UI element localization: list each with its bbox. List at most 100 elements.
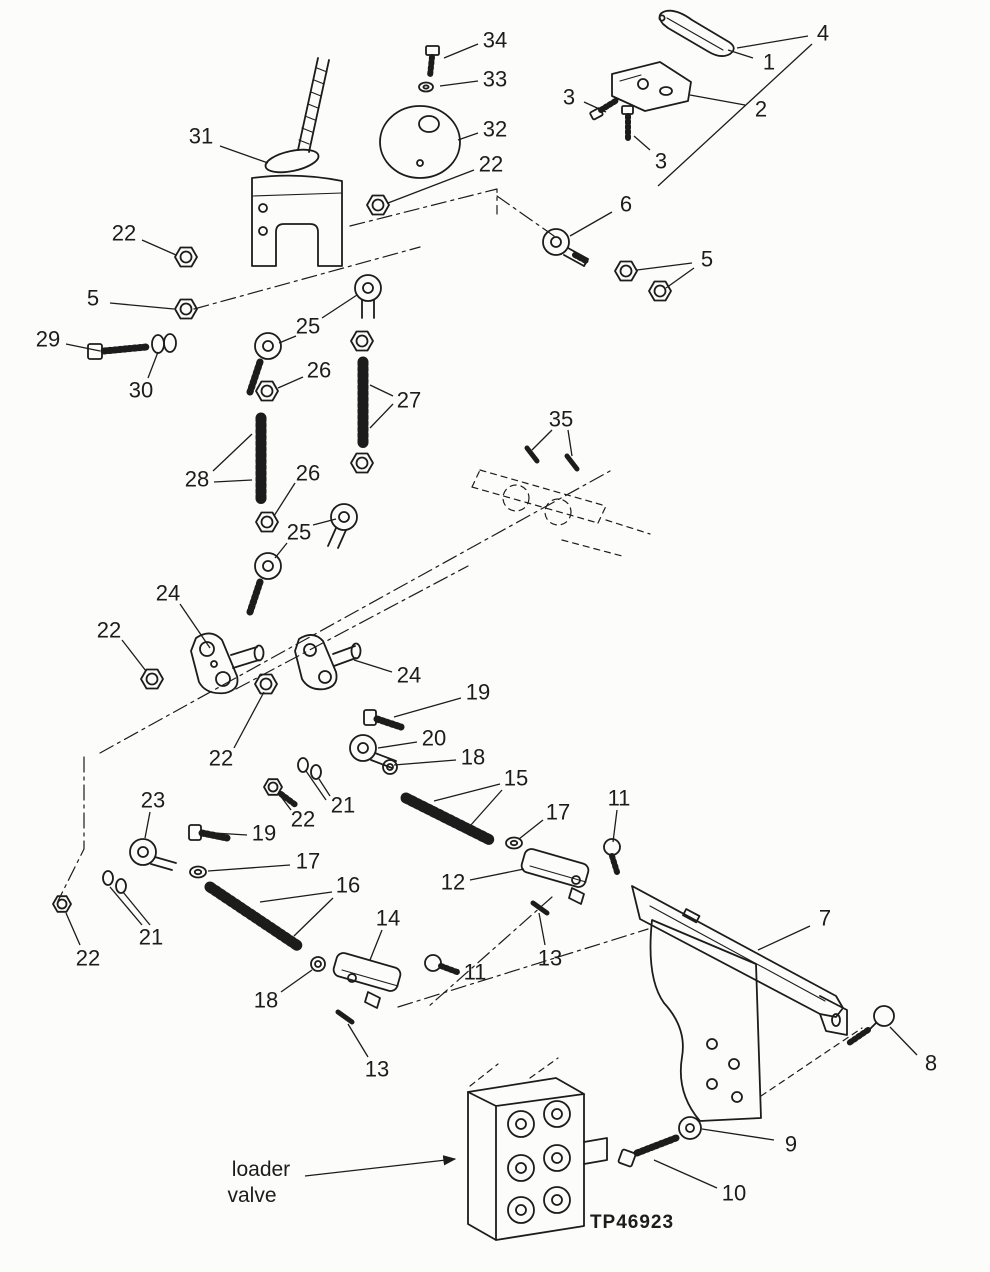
leader-line <box>439 80 479 87</box>
leader-line <box>457 132 479 141</box>
leader-line <box>65 343 101 352</box>
callout-label: 6 <box>620 192 632 217</box>
callout-label: 21 <box>331 793 355 818</box>
callout-label: 12 <box>441 870 465 895</box>
leader-line <box>278 793 292 811</box>
leader-line <box>147 351 159 379</box>
callout-label: 24 <box>156 581 180 606</box>
leader-line <box>293 897 334 937</box>
callout-label: 34 <box>483 28 507 53</box>
leader-line <box>583 101 607 113</box>
callout-label: 13 <box>538 946 562 971</box>
callout-label: 3 <box>563 85 575 110</box>
leader-line <box>665 267 695 289</box>
callout-label: 11 <box>608 786 631 811</box>
callout-label: 35 <box>549 407 573 432</box>
callout-label: 33 <box>483 67 507 92</box>
leader-line <box>469 789 503 827</box>
leader-line <box>469 868 525 881</box>
leader-line <box>538 912 546 946</box>
callout-label: 25 <box>296 314 320 339</box>
leader-line <box>213 479 253 483</box>
leader-line <box>144 811 151 839</box>
leader-line <box>433 783 501 802</box>
leader-line <box>369 384 394 397</box>
callout-label: 7 <box>819 906 831 931</box>
callout-label: 21 <box>139 925 163 950</box>
callout-label: 16 <box>336 873 360 898</box>
callout-label: 29 <box>36 327 60 352</box>
callout-label: 17 <box>296 849 320 874</box>
leader-line <box>277 376 304 389</box>
leader-line <box>141 239 177 256</box>
callout-label: 17 <box>546 800 570 825</box>
leader-line <box>633 135 651 151</box>
valve-label-line2: valve <box>227 1184 276 1207</box>
leader-line <box>280 969 313 993</box>
leader-line <box>757 925 811 951</box>
callout-label: 8 <box>925 1051 937 1076</box>
callout-label: 30 <box>129 378 153 403</box>
callout-label: 19 <box>466 680 490 705</box>
leader-line <box>305 770 327 801</box>
callout-label: 10 <box>722 1181 746 1206</box>
leader-line <box>531 429 553 451</box>
leader-line <box>121 639 147 672</box>
leader-line <box>179 603 211 649</box>
callout-label: 22 <box>76 946 100 971</box>
leader-line <box>219 145 269 164</box>
callout-label: 4 <box>817 21 829 46</box>
callout-label: 28 <box>185 467 209 492</box>
leader-line <box>318 778 331 797</box>
part-code: TP46923 <box>590 1212 674 1233</box>
leader-line <box>274 542 288 559</box>
callout-label: 19 <box>252 821 276 846</box>
leader-line <box>212 433 253 472</box>
callout-label: 24 <box>397 663 421 688</box>
callout-label: 1 <box>763 50 775 75</box>
leader-line <box>109 886 143 926</box>
callout-label: 3 <box>655 149 667 174</box>
leader-line <box>312 518 337 526</box>
leader-line <box>369 403 394 429</box>
leader-line <box>443 43 479 59</box>
leader-line <box>207 864 291 872</box>
callout-label: 5 <box>87 286 99 311</box>
leader-line <box>701 1128 775 1141</box>
leader-line <box>122 891 151 926</box>
leader-line <box>653 1159 718 1189</box>
leader-line <box>889 1026 918 1056</box>
leader-line <box>233 691 265 749</box>
callout-label: 23 <box>141 788 165 813</box>
leader-line <box>109 302 175 310</box>
leader-line <box>278 335 297 344</box>
leader-line <box>369 929 383 961</box>
leader-line <box>353 659 393 673</box>
leader-line <box>689 94 746 106</box>
leader-line <box>657 43 813 187</box>
callout-label: 11 <box>464 960 487 985</box>
leader-lines <box>65 35 918 1189</box>
callout-label: 31 <box>189 124 213 149</box>
leader-line <box>567 429 573 457</box>
leader-line <box>393 697 462 718</box>
leader-line <box>65 912 81 946</box>
leader-line <box>612 809 618 843</box>
leader-line <box>736 35 809 49</box>
callout-label: 20 <box>422 726 446 751</box>
callout-label: 9 <box>785 1132 797 1157</box>
callout-label: 14 <box>376 906 400 931</box>
leader-line <box>393 759 457 766</box>
callout-label: 32 <box>483 117 507 142</box>
callout-label: 5 <box>701 247 713 272</box>
leader-line <box>636 262 693 271</box>
callout-label: 2 <box>755 97 767 122</box>
leader-line <box>518 819 544 840</box>
callout-label: 22 <box>479 152 503 177</box>
callout-label: 22 <box>291 807 315 832</box>
valve-label-line1: loader <box>232 1158 290 1181</box>
callout-label: 27 <box>397 388 421 413</box>
